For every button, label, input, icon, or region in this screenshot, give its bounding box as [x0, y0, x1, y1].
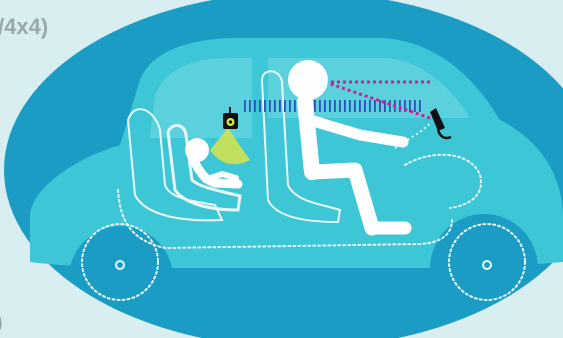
driver-torso — [305, 102, 312, 172]
driver-head — [288, 60, 328, 100]
baby-head — [185, 138, 209, 162]
